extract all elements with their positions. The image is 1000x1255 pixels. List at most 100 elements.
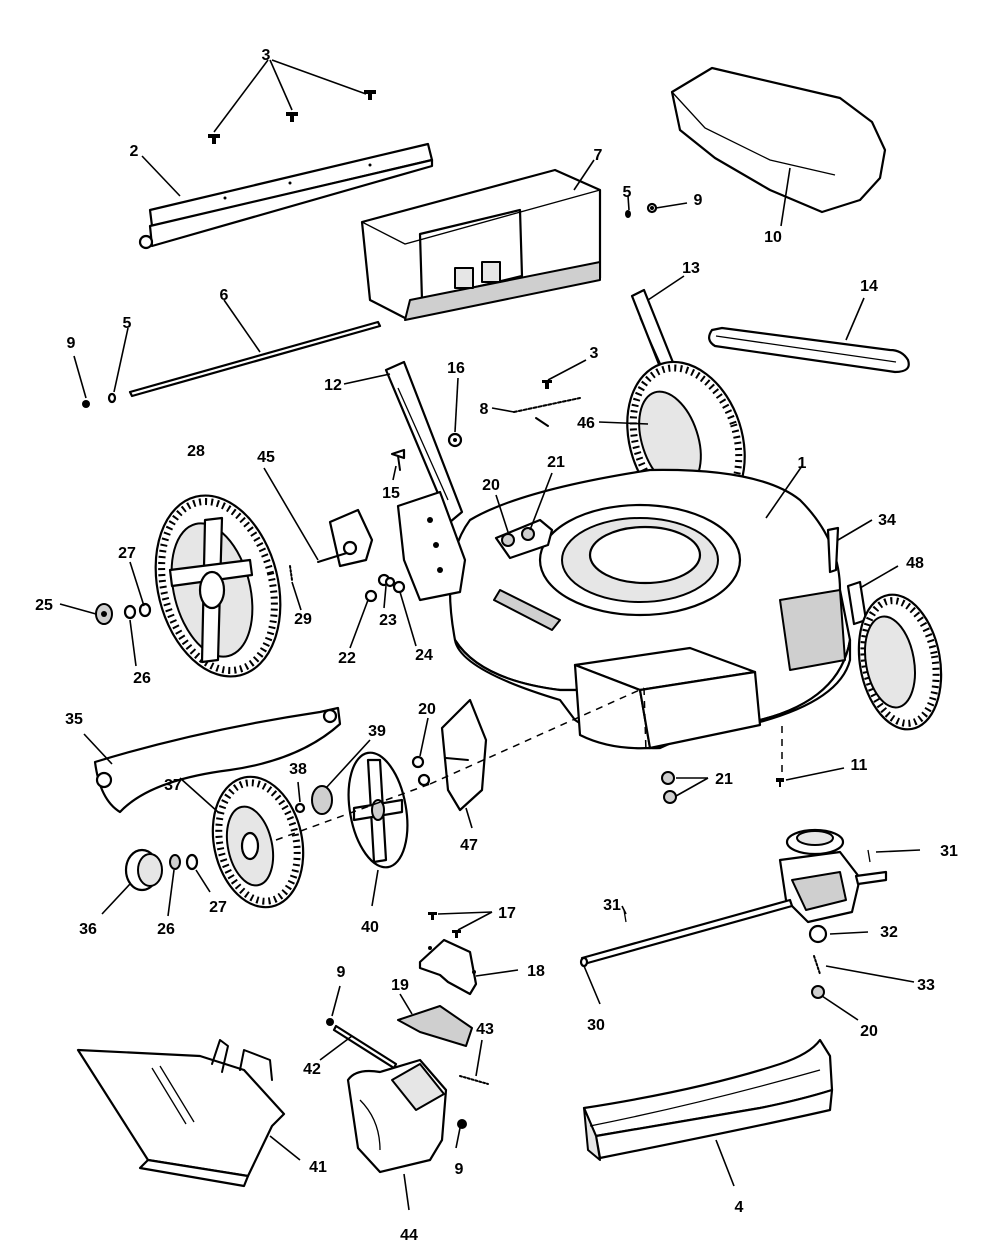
assembly-lines (275, 687, 783, 841)
part-17-18-bracket (418, 912, 478, 996)
part-5-9-pins-right (625, 202, 658, 218)
callout-label: 13 (682, 260, 700, 277)
part-7-rear-door (360, 168, 602, 321)
callout-label: 48 (906, 555, 924, 572)
part-19-flap (397, 1005, 473, 1047)
callout-label: 18 (527, 963, 545, 980)
callout-label: 26 (133, 670, 151, 687)
callout-label: 17 (498, 905, 516, 922)
callout-label: 9 (67, 335, 76, 352)
callout-label: 14 (860, 278, 878, 295)
part-8-spring (513, 397, 581, 427)
part-34-bolt (826, 526, 840, 574)
callout-label: 37 (164, 777, 182, 794)
part-1-mower-deck (448, 468, 852, 750)
callout-label: 10 (764, 229, 782, 246)
part-2-rear-bracket (138, 142, 434, 250)
callout-label: 20 (860, 1023, 878, 1040)
leader-lines (59, 59, 921, 1211)
part-47-front-adjuster (411, 698, 488, 812)
callout-label: 6 (220, 287, 229, 304)
part-transmission (623, 828, 888, 924)
callout-label: 47 (460, 837, 478, 854)
part-14-drive-belt (708, 326, 910, 374)
callout-label: 20 (418, 701, 436, 718)
part-29-spring (289, 565, 293, 581)
callout-label: 2 (130, 143, 139, 160)
part-20-21-adjuster (494, 518, 554, 560)
callout-label: 45 (257, 449, 275, 466)
part-15-bolt (390, 448, 406, 471)
callout-label: 29 (294, 611, 312, 628)
callout-label: 32 (880, 924, 898, 941)
callout-label: 38 (289, 761, 307, 778)
part-12-left-handle-bracket (384, 360, 467, 602)
callout-label: 42 (303, 1061, 321, 1078)
callout-label: 16 (447, 360, 465, 377)
callout-label: 33 (917, 977, 935, 994)
part-45-height-adjuster (317, 508, 374, 568)
part-16-nut (447, 432, 463, 448)
callout-label: 35 (65, 711, 83, 728)
callout-labels: 1 2 3 3 4 5 5 6 7 8 9 9 9 9 10 11 12 13 … (35, 47, 958, 1244)
callout-label: 9 (337, 964, 346, 981)
part-44-mulch-plug (346, 1058, 448, 1174)
callout-label: 36 (79, 921, 97, 938)
callout-label: 24 (415, 647, 433, 664)
callout-label: 31 (603, 897, 621, 914)
callout-label: 7 (594, 147, 603, 164)
callout-label: 31 (940, 843, 958, 860)
callout-label: 43 (476, 1021, 494, 1038)
callout-label: 3 (590, 345, 599, 362)
callout-label: 21 (547, 454, 565, 471)
part-36-26-27-hardware (124, 848, 199, 892)
callout-label: 46 (577, 415, 595, 432)
part-32-33-20-bushings (808, 924, 828, 999)
callout-label: 15 (382, 485, 400, 502)
part-41-discharge-chute (76, 1039, 286, 1188)
callout-label: 30 (587, 1017, 605, 1034)
callout-label: 34 (878, 512, 896, 529)
callout-label: 25 (35, 597, 53, 614)
part-43-spring (459, 1075, 489, 1085)
part-9-nut-bottom (457, 1119, 467, 1129)
part-10-engine-cover (670, 66, 887, 214)
callout-label: 27 (118, 545, 136, 562)
part-4-front-trim (582, 1038, 834, 1161)
part-28-rear-left-wheel (154, 494, 282, 678)
part-30-drive-axle (579, 898, 794, 968)
part-22-23-24-hardware (364, 573, 406, 603)
part-37-front-left-wheel (211, 775, 305, 909)
callout-label: 5 (123, 315, 132, 332)
callout-label: 9 (694, 192, 703, 209)
callout-label: 21 (715, 771, 733, 788)
part-35-rear-trim (93, 706, 342, 814)
callout-label: 11 (851, 757, 868, 774)
callout-label: 19 (391, 977, 409, 994)
part-front-right-wheel (857, 593, 943, 731)
callout-label: 5 (623, 184, 632, 201)
callout-label: 12 (324, 377, 342, 394)
part-40-hub (347, 751, 409, 869)
part-6-rear-rod (82, 320, 382, 408)
callout-label: 8 (480, 401, 489, 418)
part-48-bracket (846, 580, 868, 626)
callout-label: 9 (455, 1161, 464, 1178)
part-38-39-gear (294, 785, 333, 815)
part-3-screws (208, 90, 376, 144)
callout-label: 39 (368, 723, 386, 740)
callout-label: 1 (798, 455, 807, 472)
callout-label: 40 (361, 919, 379, 936)
callout-label: 28 (187, 443, 205, 460)
part-42-rod (326, 1018, 398, 1070)
callout-label: 20 (482, 477, 500, 494)
callout-label: 4 (735, 1199, 744, 1216)
part-21-11-nuts (661, 771, 784, 804)
callout-label: 22 (338, 650, 356, 667)
part-3-screw-center (542, 380, 552, 389)
callout-label: 3 (262, 47, 271, 64)
callout-label: 44 (400, 1227, 418, 1244)
part-25-26-27-wheel-hardware (95, 602, 152, 625)
